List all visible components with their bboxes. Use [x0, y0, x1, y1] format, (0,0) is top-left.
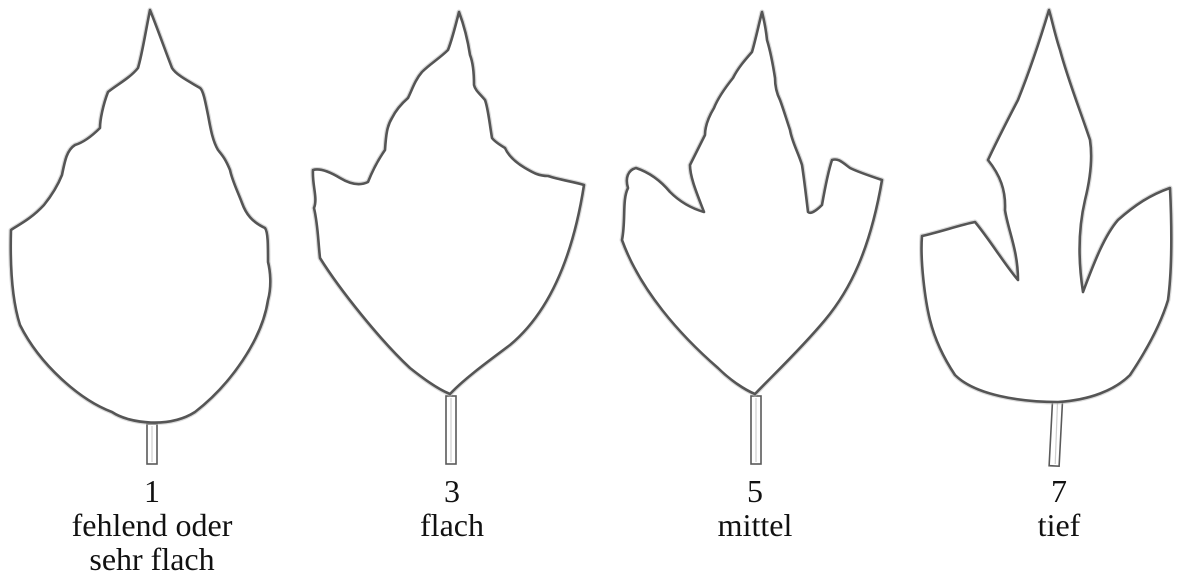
- leaf-3-icon: [310, 9, 587, 465]
- leaf-5-score: 5: [747, 473, 763, 509]
- leaf-1-score: 1: [144, 473, 160, 509]
- leaf-1-caption: 1 fehlend oder sehr flach: [42, 474, 262, 576]
- leaf-3-caption: 3 flach: [342, 474, 562, 542]
- leaf-7-label-line-1: tief: [1037, 507, 1081, 543]
- leaf-5-label-line-1: mittel: [717, 507, 793, 543]
- leaf-3-label-line-1: flach: [420, 507, 484, 543]
- leaf-1-label-line-1: fehlend oder: [71, 507, 233, 543]
- leaf-7-caption: 7 tief: [949, 474, 1169, 542]
- leaf-7-score: 7: [1051, 473, 1067, 509]
- leaf-1-icon: [8, 7, 273, 465]
- leaf-5-caption: 5 mittel: [645, 474, 865, 542]
- leaf-3-score: 3: [444, 473, 460, 509]
- leaf-7-icon: [919, 7, 1174, 468]
- leaf-1-label-line-2: sehr flach: [89, 541, 215, 577]
- leaf-5-icon: [619, 9, 885, 465]
